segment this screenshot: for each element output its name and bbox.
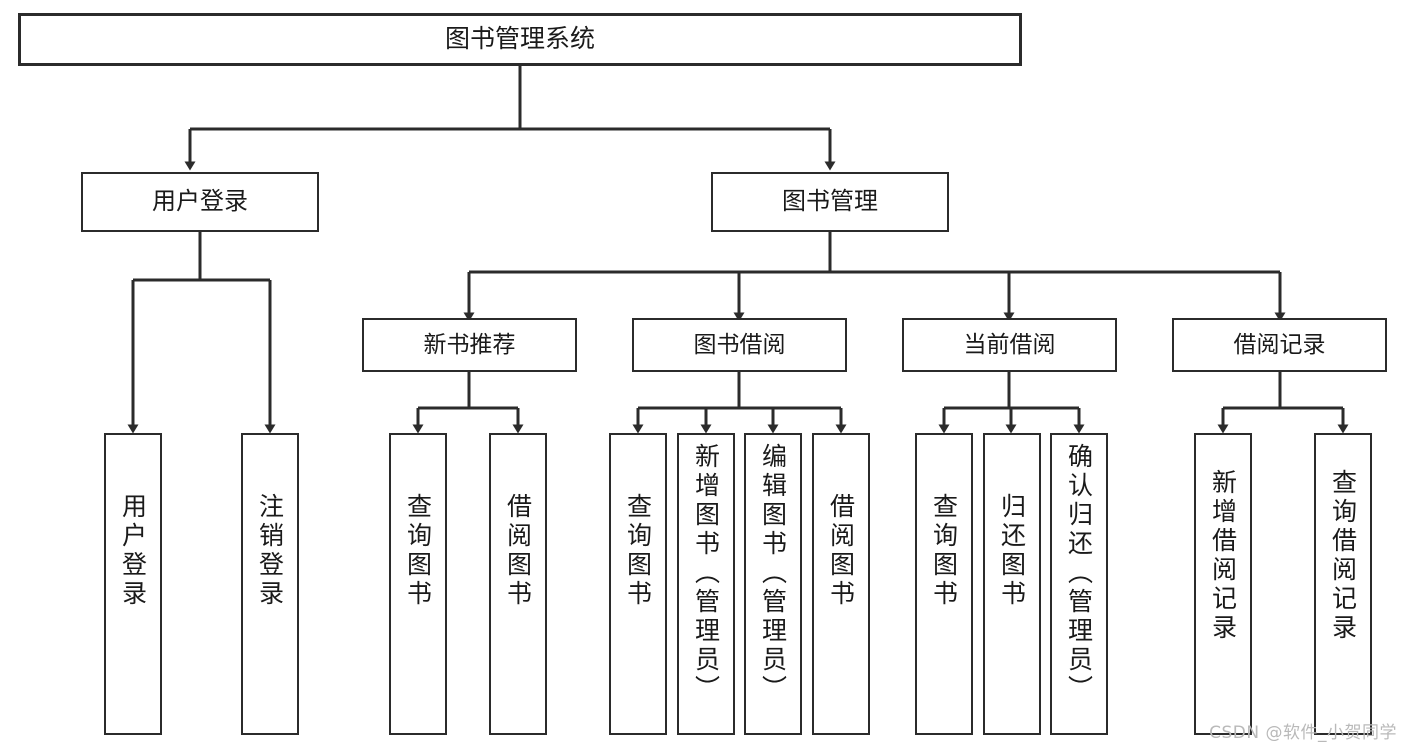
- node-label: 借阅图书: [826, 493, 856, 609]
- node-label: 图书管理系统: [444, 24, 595, 54]
- node-label: 用户登录: [118, 493, 148, 609]
- leaf-new-book-borrow[interactable]: 借阅图书: [489, 433, 547, 735]
- node-label: 查询图书: [623, 493, 653, 609]
- leaf-book-borrow-edit[interactable]: 编辑图书（管理员）: [744, 433, 802, 735]
- leaf-user-login-logout[interactable]: 注销登录: [241, 433, 299, 735]
- node-label: 图书管理: [782, 187, 878, 216]
- node-user-login[interactable]: 用户登录: [81, 172, 319, 232]
- leaf-new-book-query[interactable]: 查询图书: [389, 433, 447, 735]
- node-book-management[interactable]: 图书管理: [711, 172, 949, 232]
- node-label: 确认归还（管理员）: [1064, 443, 1094, 704]
- node-label: 编辑图书（管理员）: [758, 443, 788, 704]
- node-label: 用户登录: [152, 187, 248, 216]
- node-borrow-record[interactable]: 借阅记录: [1172, 318, 1387, 372]
- leaf-book-borrow-query[interactable]: 查询图书: [609, 433, 667, 735]
- leaf-borrow-record-add[interactable]: 新增借阅记录: [1194, 433, 1252, 735]
- leaf-book-borrow-add[interactable]: 新增图书（管理员）: [677, 433, 735, 735]
- csdn-watermark: CSDN @软件_小贺同学: [1209, 723, 1397, 743]
- leaf-book-borrow-borrow[interactable]: 借阅图书: [812, 433, 870, 735]
- node-label: 借阅图书: [503, 493, 533, 609]
- node-root-system[interactable]: 图书管理系统: [18, 13, 1022, 66]
- node-label: 借阅记录: [1233, 331, 1326, 358]
- node-label: 查询图书: [403, 493, 433, 609]
- leaf-current-borrow-return[interactable]: 归还图书: [983, 433, 1041, 735]
- node-label: 图书借阅: [693, 331, 786, 358]
- node-current-borrow[interactable]: 当前借阅: [902, 318, 1117, 372]
- node-label: 注销登录: [255, 493, 285, 609]
- node-label: 当前借阅: [963, 331, 1056, 358]
- node-label: 新增图书（管理员）: [691, 443, 721, 704]
- node-new-book-recommend[interactable]: 新书推荐: [362, 318, 577, 372]
- leaf-current-borrow-query[interactable]: 查询图书: [915, 433, 973, 735]
- node-label: 查询图书: [929, 493, 959, 609]
- node-book-borrow[interactable]: 图书借阅: [632, 318, 847, 372]
- node-label: 归还图书: [997, 493, 1027, 609]
- leaf-user-login-login[interactable]: 用户登录: [104, 433, 162, 735]
- leaf-borrow-record-query[interactable]: 查询借阅记录: [1314, 433, 1372, 735]
- node-label: 查询借阅记录: [1328, 469, 1358, 643]
- leaf-current-borrow-confirm-return[interactable]: 确认归还（管理员）: [1050, 433, 1108, 735]
- node-label: 新增借阅记录: [1208, 469, 1238, 643]
- node-label: 新书推荐: [423, 331, 516, 358]
